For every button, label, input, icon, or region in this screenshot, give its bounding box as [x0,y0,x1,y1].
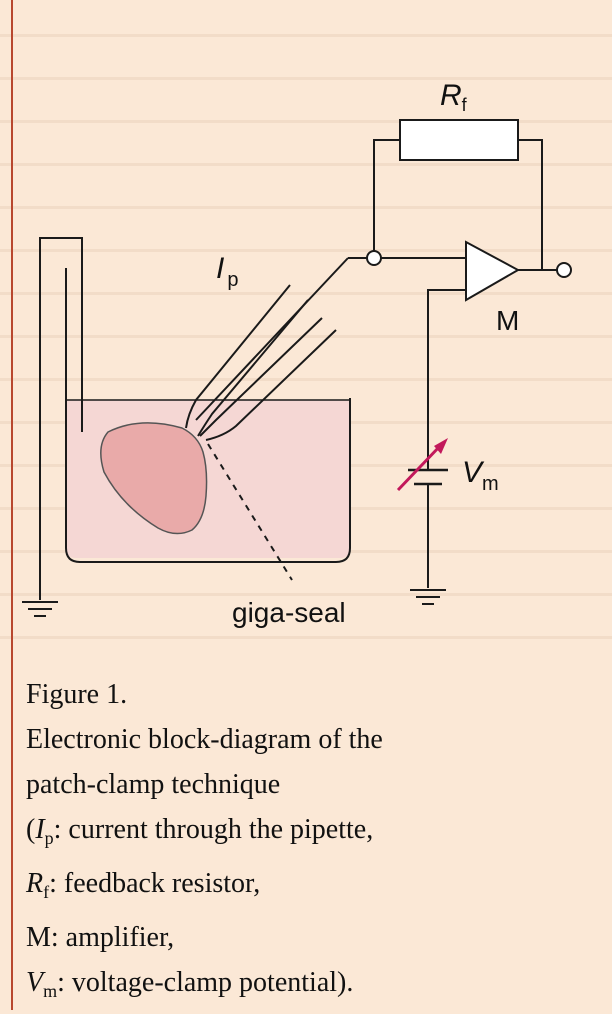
feedback-resistor [399,119,519,161]
caption-ip-text: : current through the pipette, [53,814,374,845]
figure-caption: Figure 1. Electronic block-diagram of th… [26,672,586,1014]
gigaseal-pointer [207,443,293,581]
cell [100,422,208,535]
gigaseal-label: giga-seal [232,597,346,628]
amplifier [465,240,521,302]
pipette-wire [195,257,349,421]
caption-line-6: M: amplifier, [26,922,175,953]
rf-label: Rf [440,79,468,115]
caption-vm-symbol: V [26,967,44,998]
caption-rf-text: : feedback resistor, [49,868,261,899]
caption-rf-symbol: R [26,868,44,899]
caption-paren: ( [26,814,36,845]
feedback-path [373,139,543,270]
caption-vm-text: : voltage-clamp potential). [57,967,354,998]
variable-arrow-icon [396,438,448,492]
input-node [366,250,382,266]
pipette [185,284,309,437]
caption-line-1: Figure 1. [26,679,128,710]
voltage-source-branch [427,289,466,588]
caption-line-7: Vm: voltage-clamp potential). [26,960,586,1014]
caption-line-3: patch-clamp technique [26,769,281,800]
vm-label: Vm [462,456,499,495]
caption-rf-sub: f [43,882,50,902]
reference-electrode [39,237,83,600]
caption-line-2: Electronic block-diagram of the [26,724,383,755]
bath-container [65,268,351,563]
caption-ip-symbol: I [35,814,45,845]
caption-line-4: (Ip: current through the pipette, [26,807,586,861]
bath-ground-symbol [22,601,58,617]
micropipette [199,317,337,441]
left-margin-rule [11,0,13,1010]
caption-vm-sub: m [43,981,58,1001]
amplifier-label: M [496,305,519,336]
output-terminal [556,262,572,278]
battery-symbol [408,468,448,486]
caption-ip-sub: p [44,828,54,848]
circuit-ground-symbol [410,589,446,605]
caption-line-5: Rf: feedback resistor, [26,861,586,915]
